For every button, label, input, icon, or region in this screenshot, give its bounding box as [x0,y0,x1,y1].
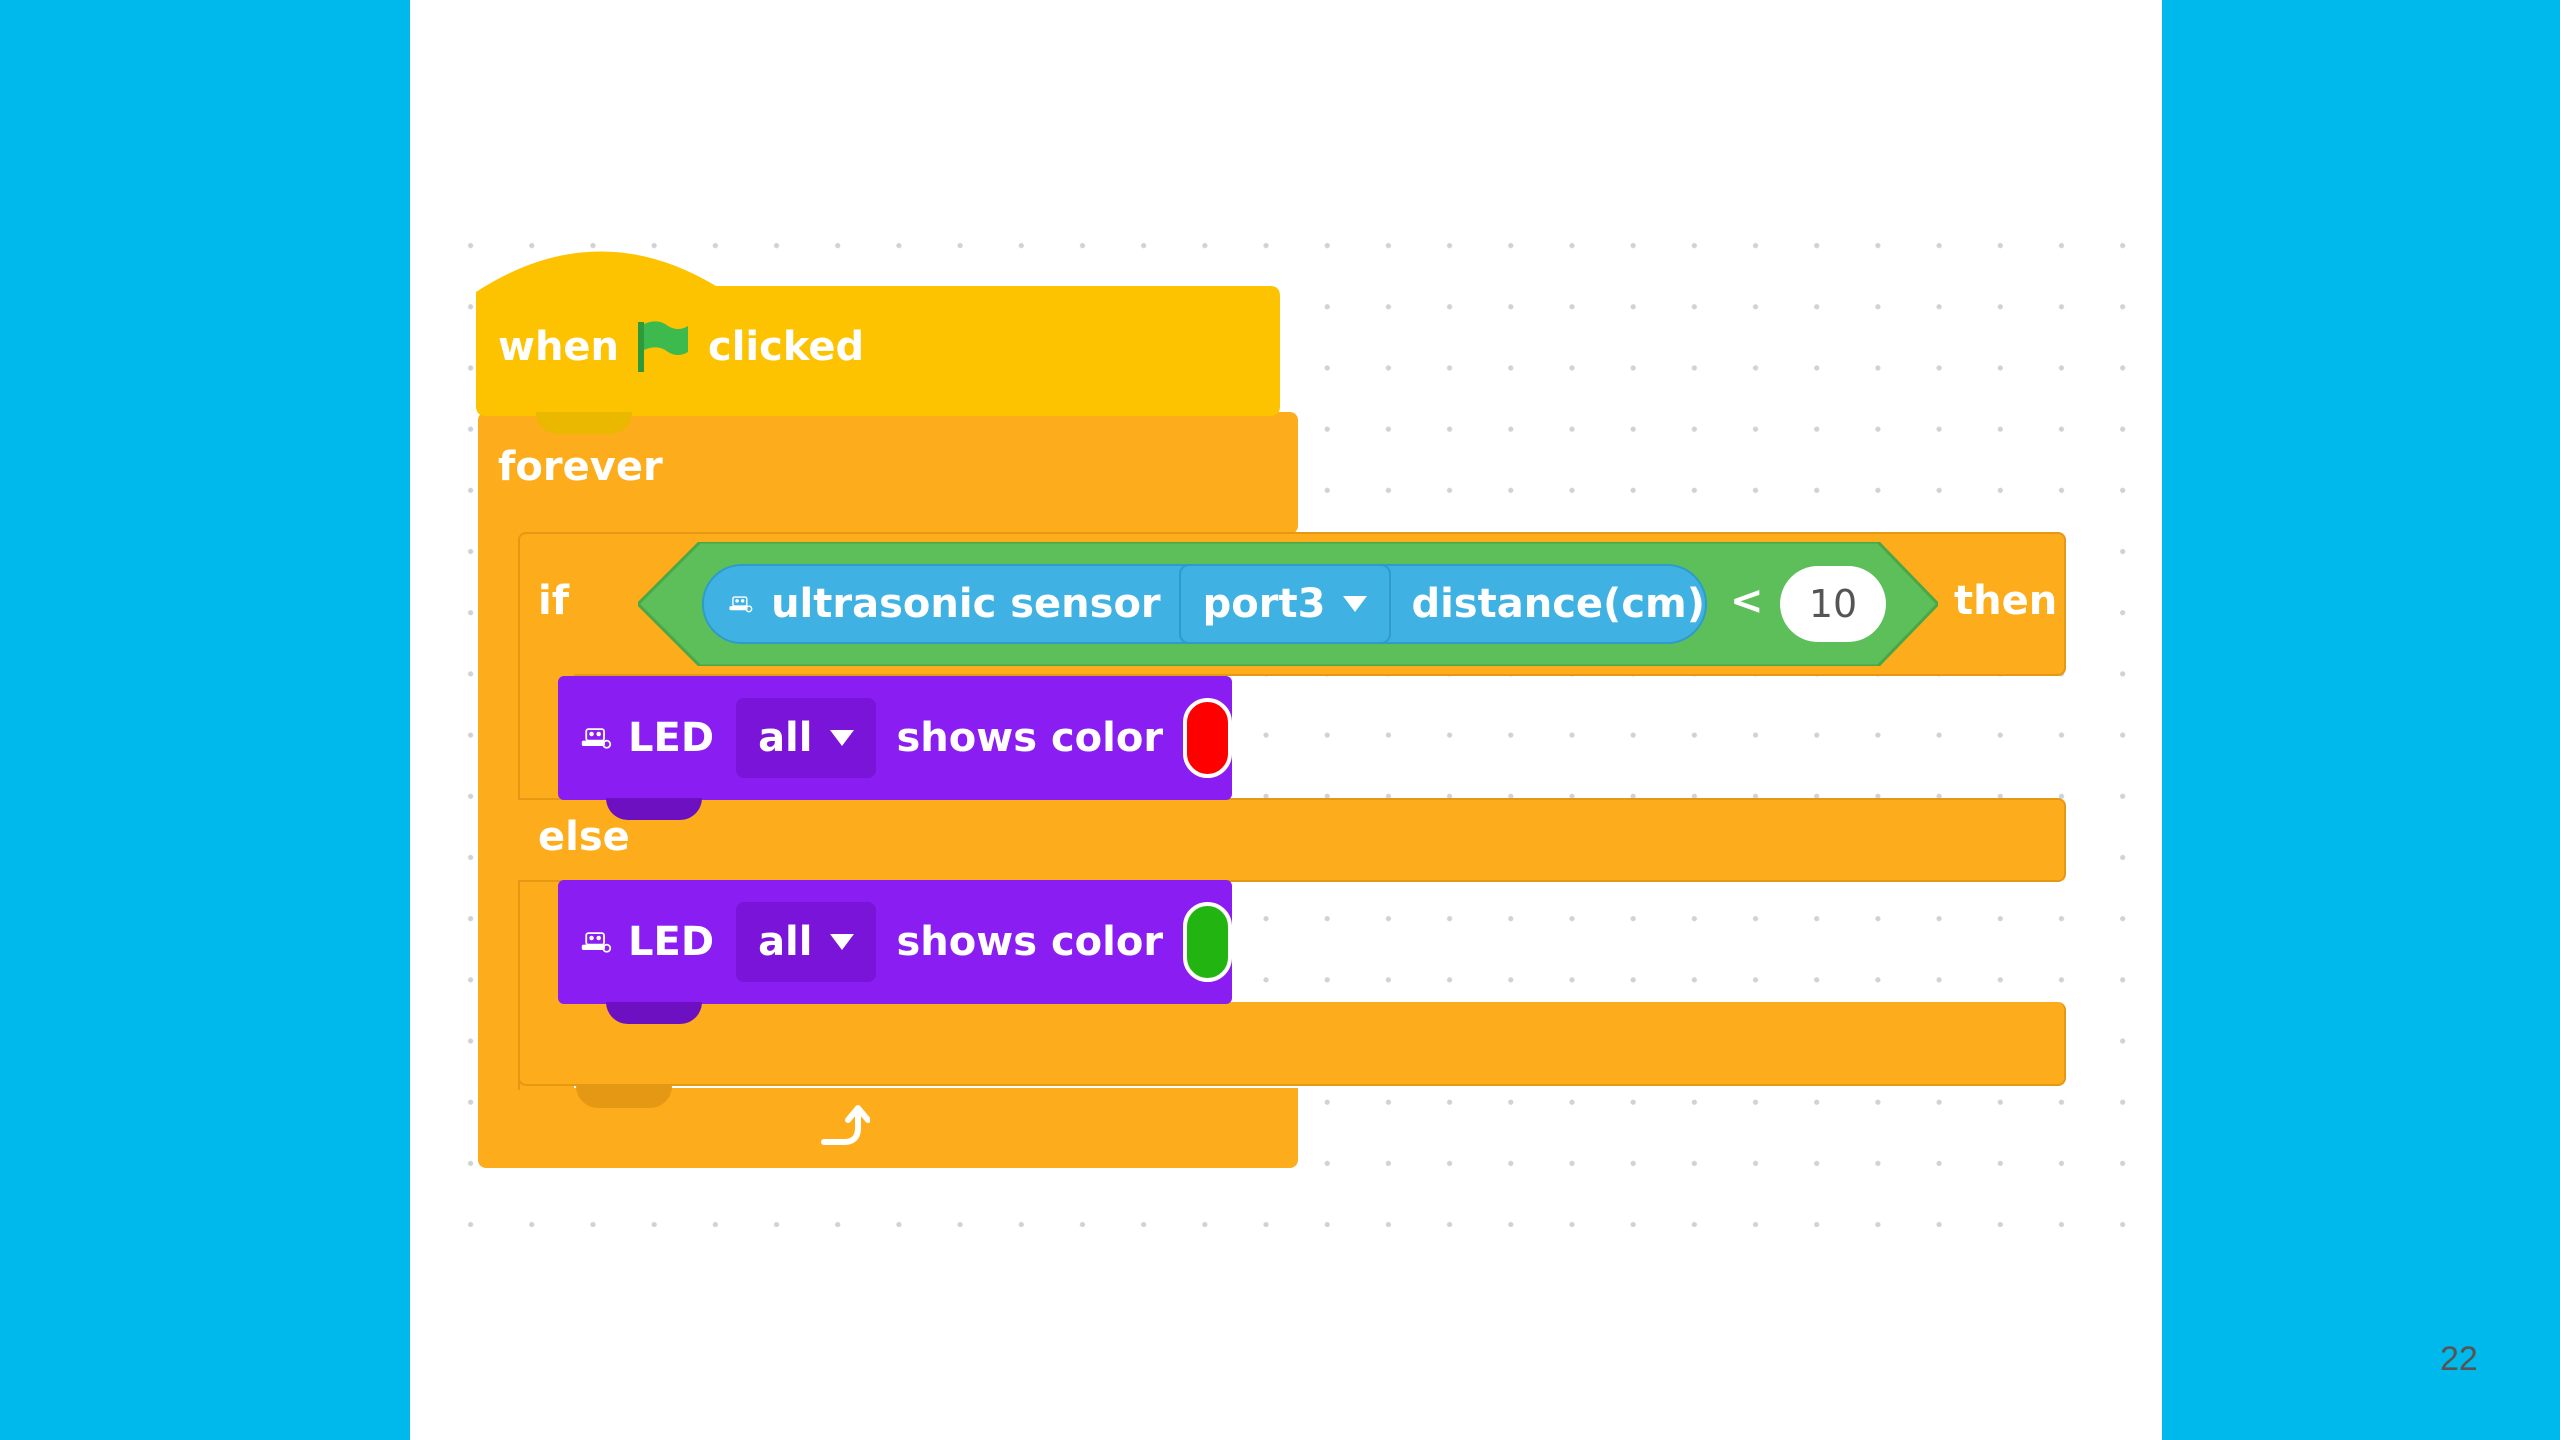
measure-label: distance(cm) [1411,581,1705,627]
then-label: then [1954,578,2058,624]
ultrasonic-sensor-reporter[interactable]: ultrasonic sensor port3 distance(cm) [702,564,1707,644]
sensor-label: ultrasonic sensor [771,581,1161,627]
chevron-down-icon [1343,596,1368,612]
stack-notch [576,1086,672,1108]
threshold-input[interactable]: 10 [1780,566,1886,642]
chevron-down-icon [830,730,855,746]
threshold-value: 10 [1808,582,1858,626]
port-value: port3 [1202,581,1326,627]
robot-icon [729,596,753,613]
stack-notch [606,1002,702,1024]
page-number: 22 [2440,1340,2478,1378]
led-target-value: all [758,715,813,761]
led-target-dropdown[interactable]: all [736,698,877,778]
color-swatch-red[interactable] [1183,698,1232,778]
clicked-label: clicked [708,324,865,370]
led-target-value: all [758,919,813,965]
led-target-dropdown[interactable]: all [736,902,877,982]
stack-notch [536,412,632,434]
led-label: LED [628,715,715,761]
port-dropdown[interactable]: port3 [1178,564,1392,644]
when-label: when [498,324,620,370]
robot-icon [581,932,612,953]
when-flag-clicked-block[interactable] [476,240,1280,416]
stack-notch [606,798,702,820]
shows-color-label: shows color [896,715,1164,761]
led-block-if[interactable]: LED all shows color [558,676,1232,800]
loop-arrow-icon [821,1105,870,1145]
if-label: if [538,578,570,624]
color-swatch-green[interactable] [1183,902,1232,982]
if-else-bottom [518,1002,2066,1086]
else-label: else [538,814,630,860]
shows-color-label: shows color [896,919,1164,965]
operator-symbol: < [1730,578,1764,624]
green-flag-icon [638,321,688,372]
forever-label: forever [498,444,663,490]
robot-icon [581,728,612,749]
led-block-else[interactable]: LED all shows color [558,880,1232,1004]
slide: forever if then else ultrasonic sensor p… [410,0,2180,1440]
led-label: LED [628,919,715,965]
else-bar [518,798,2066,882]
chevron-down-icon [830,934,855,950]
